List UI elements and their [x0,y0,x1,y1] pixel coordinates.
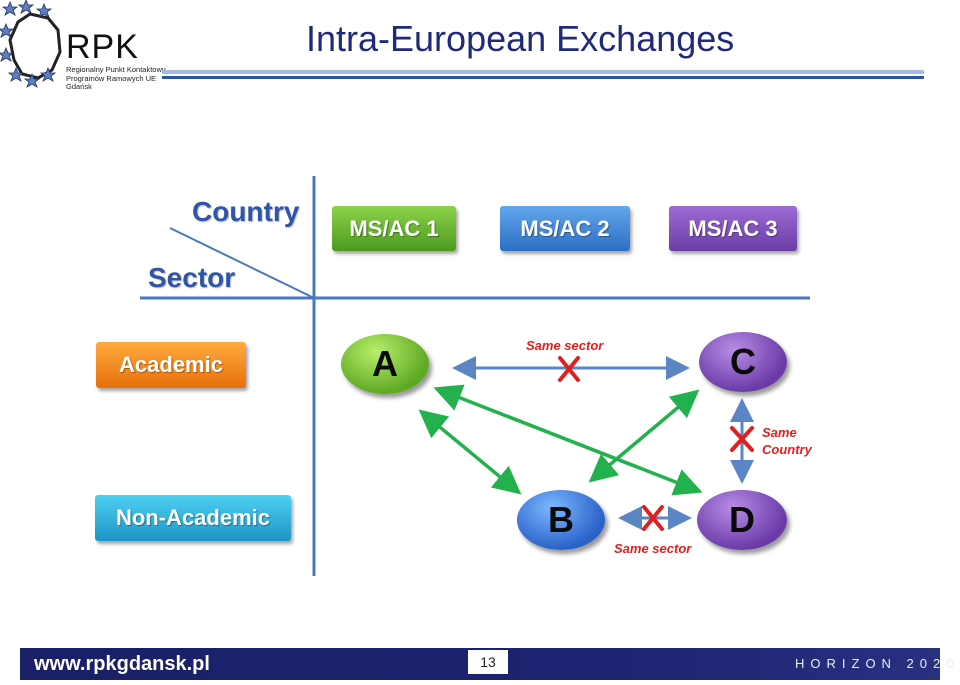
sector-pill-academic: Academic [96,342,246,388]
logo-wordmark: RPK [66,28,139,66]
node-d: D [697,490,787,550]
arrow-a-b [418,409,522,495]
country-header: Country [192,196,300,227]
same-sector-label-bottom: Same sector [614,541,692,556]
arrow-a-d [433,384,703,496]
poland-map-stars-icon [0,0,62,88]
node-b: B [517,490,605,550]
page-number: 13 [468,650,508,674]
node-c: C [699,332,787,392]
sector-pill-non-academic: Non-Academic [95,495,291,541]
forbidden-x-icon-top [558,356,580,382]
same-sector-label-top: Same sector [526,338,604,353]
footer-url: www.rpkgdansk.pl [34,653,210,675]
horizon-2020-logo: HORIZON 2020 [795,656,960,671]
sector-header: Sector [148,262,236,293]
country-pill-msac2: MS/AC 2 [500,206,630,251]
arrow-c-b [588,389,700,483]
same-country-label: Same Country [762,425,812,457]
forbidden-x-icon-right [730,426,754,452]
logo-subtitle: Regionalny Punkt Kontaktowy Programów Ra… [66,65,166,91]
country-pill-msac1: MS/AC 1 [332,206,456,251]
title-underline [162,70,924,79]
diagonal-divider [169,227,315,299]
slide-title: Intra-European Exchanges [306,18,735,59]
node-a: A [341,334,429,394]
country-pill-msac3: MS/AC 3 [669,206,797,251]
rpk-logo [0,0,165,95]
forbidden-x-icon-bottom [642,505,664,531]
